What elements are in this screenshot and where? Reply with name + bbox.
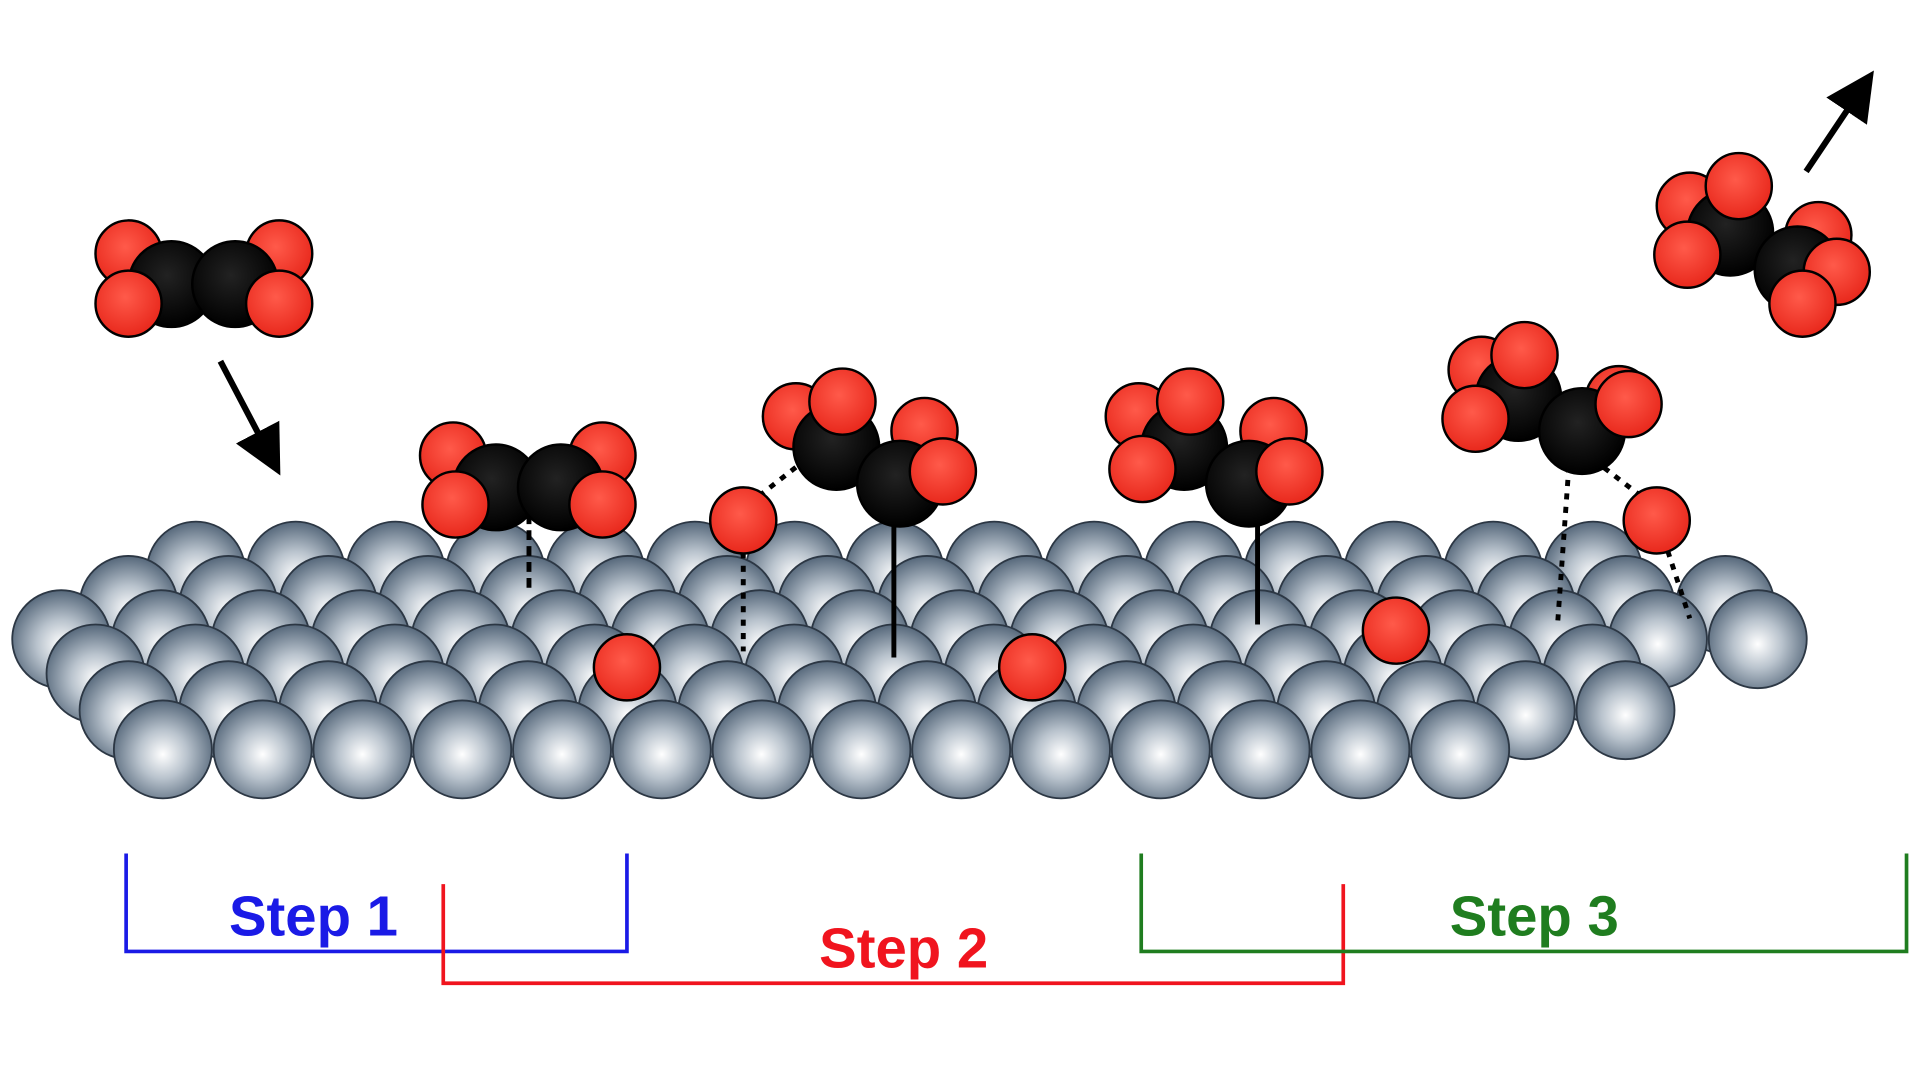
oxygen-atom: [1155, 367, 1225, 436]
oxygen-atom: [1490, 320, 1559, 390]
weak-bond: [1665, 550, 1693, 620]
weak-bond: [1555, 452, 1573, 625]
oxygen-atom: [1361, 596, 1431, 665]
step-2-bracket: [441, 884, 1346, 986]
oxygen-atom: [592, 633, 662, 702]
surface-atom: [312, 699, 413, 800]
oxygen-atom: [568, 470, 637, 539]
step-2-label: Step 2: [819, 916, 988, 979]
oxygen-atom: [1653, 220, 1722, 289]
surface-atom: [1011, 699, 1111, 800]
incoming-arrow: [217, 359, 281, 476]
step-3-label: Step 3: [1450, 885, 1619, 948]
surface-atom: [611, 699, 712, 800]
surface-atom: [1575, 660, 1676, 761]
surface-atom: [212, 699, 313, 800]
oxygen-atom: [1594, 369, 1663, 439]
weak-bond: [1602, 465, 1643, 498]
outgoing-arrow: [1803, 70, 1874, 174]
oxygen-atom: [244, 269, 314, 338]
molecules: [94, 151, 1872, 702]
surface-atom: [1110, 699, 1211, 800]
oxygen-atom: [808, 367, 877, 436]
oxygen-atom: [908, 437, 978, 506]
oxygen-atom: [1255, 437, 1324, 506]
surface-atom: [711, 699, 812, 800]
surface-atom: [1310, 699, 1411, 800]
step-1-bracket: [124, 853, 629, 954]
step-1-label: Step 1: [229, 885, 398, 948]
oxygen-atom: [94, 269, 163, 338]
surface-atom: [112, 699, 213, 800]
weak-bond: [757, 463, 800, 498]
surface-atom: [412, 699, 513, 800]
surface-atom: [1210, 699, 1311, 800]
oxygen-atom: [421, 470, 490, 539]
surface-atom: [1707, 589, 1808, 690]
metal-surface: [11, 520, 1808, 800]
oxygen-atom: [1622, 486, 1692, 555]
surface-atom: [512, 699, 612, 800]
oxygen-atom: [708, 486, 778, 555]
oxygen-atom: [1441, 384, 1510, 454]
step-3-bracket: [1139, 853, 1909, 954]
surface-atom: [1410, 699, 1511, 800]
oxygen-atom: [1704, 151, 1774, 221]
oxygen-atom: [1108, 434, 1177, 504]
surface-atom: [911, 699, 1012, 800]
oxygen-atom: [997, 633, 1067, 702]
oxygen-atom: [1768, 269, 1837, 338]
surface-atom: [811, 699, 912, 800]
